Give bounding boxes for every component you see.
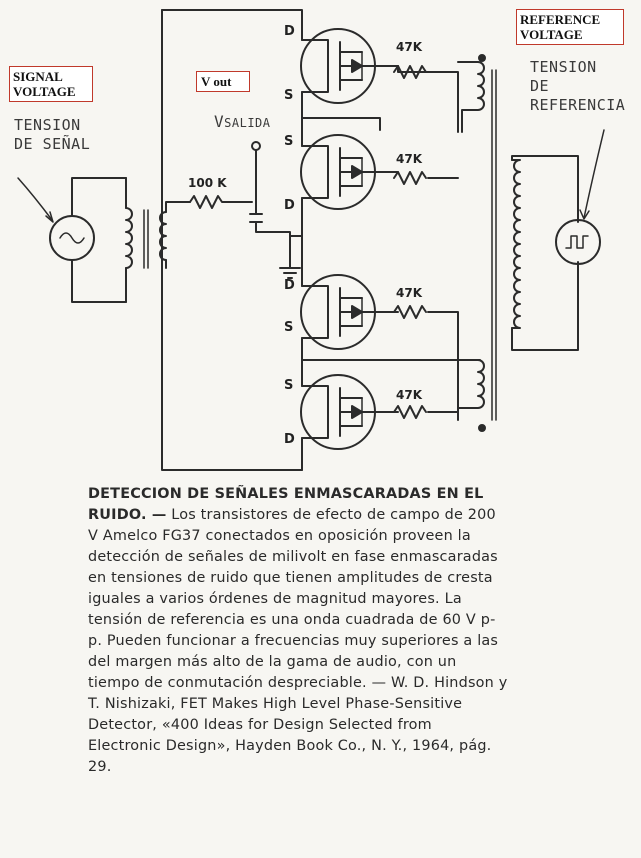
wire-s3-s4 xyxy=(301,337,481,361)
tension-senal-line-2: DE SEÑAL xyxy=(14,135,91,153)
resistor-100k-label: 100 K xyxy=(188,176,227,190)
tension-senal-label: TENSION DE SEÑAL xyxy=(14,116,90,154)
reference-voltage-box: REFERENCE VOLTAGE xyxy=(516,9,624,45)
output-node-wire xyxy=(249,149,291,269)
v-salida-label: VSALIDA xyxy=(214,112,271,133)
dot-upper xyxy=(478,54,486,62)
pin-d-fet4: D xyxy=(284,432,295,447)
signal-source-wires xyxy=(71,177,127,303)
v-salida-main: V xyxy=(214,112,225,131)
sine-glyph xyxy=(59,232,85,244)
reference-voltage-line-2: VOLTAGE xyxy=(520,27,583,42)
reference-voltage-line-1: REFERENCE xyxy=(520,12,601,27)
resistor-47k-2 xyxy=(393,171,427,185)
resistor-47k-2-label: 47K xyxy=(396,152,422,166)
signal-secondary-leads xyxy=(165,201,191,269)
signal-secondary-coil xyxy=(159,211,167,261)
tension-senal-line-1: TENSION xyxy=(14,116,81,134)
v-salida-subscript: SALIDA xyxy=(224,116,271,130)
tension-referencia-line-1: TENSION xyxy=(530,58,597,76)
figure-caption: DETECCION DE SEÑALES ENMASCARADAS EN EL … xyxy=(88,484,508,778)
top-bus-wire xyxy=(161,9,303,41)
tension-referencia-line-2: DE xyxy=(530,77,550,95)
caption-body: Los transistores de efecto de campo de 2… xyxy=(88,507,508,775)
ref-square-wave-source xyxy=(555,219,601,265)
resistor-47k-4 xyxy=(393,405,427,419)
fet-2 xyxy=(300,134,399,210)
tension-referencia-label: TENSION DE REFERENCIA xyxy=(530,58,625,115)
ref-source-wires xyxy=(511,155,579,351)
resistor-47k-3-label: 47K xyxy=(396,286,422,300)
resistor-47k-4-label: 47K xyxy=(396,388,422,402)
left-bus-wire xyxy=(161,9,303,471)
ground-symbol xyxy=(279,267,301,279)
resistor-100k xyxy=(189,195,253,209)
pin-d-fet3: D xyxy=(284,278,295,293)
resistor-47k-3 xyxy=(393,305,427,319)
signal-voltage-line-2: VOLTAGE xyxy=(13,84,76,99)
reference-pointer-arrow xyxy=(583,129,605,219)
pin-s-fet2: S xyxy=(284,134,294,149)
square-wave-glyph xyxy=(565,235,589,249)
wire-upper-resistors xyxy=(427,71,459,179)
signal-voltage-line-1: SIGNAL xyxy=(13,69,63,84)
resistor-47k-1-label: 47K xyxy=(396,40,422,54)
ref-secondary-lower xyxy=(457,359,485,409)
schematic-diagram xyxy=(17,9,605,471)
signal-primary-coil xyxy=(125,207,133,269)
vout-box: V out xyxy=(196,71,250,92)
wire-lower-resistors xyxy=(427,311,459,421)
pin-s-fet1: S xyxy=(284,88,294,103)
resistor-47k-1 xyxy=(393,65,427,79)
fet-1 xyxy=(300,28,399,104)
wire-fet1-fet2 xyxy=(301,91,381,131)
fet-1-to-ref-wire xyxy=(397,65,433,73)
signal-voltage-box: SIGNAL VOLTAGE xyxy=(9,66,93,102)
signal-core xyxy=(143,209,149,269)
ref-secondary-upper xyxy=(457,61,485,133)
ref-primary-coil xyxy=(511,159,521,329)
signal-pointer-arrow xyxy=(17,177,53,221)
dot-lower xyxy=(478,424,486,432)
pin-s-fet3: S xyxy=(284,320,294,335)
pin-d-fet2: D xyxy=(284,198,295,213)
pin-s-fet4: S xyxy=(284,378,294,393)
fet-3 xyxy=(300,274,399,350)
caption-title: DETECCION DE SEÑALES ENMASCARADAS EN EL … xyxy=(88,486,484,523)
fet-4 xyxy=(300,374,399,450)
tension-referencia-line-3: REFERENCIA xyxy=(530,96,626,114)
vout-terminal xyxy=(251,141,261,151)
ref-core xyxy=(491,69,497,421)
pin-d-fet1: D xyxy=(284,24,295,39)
